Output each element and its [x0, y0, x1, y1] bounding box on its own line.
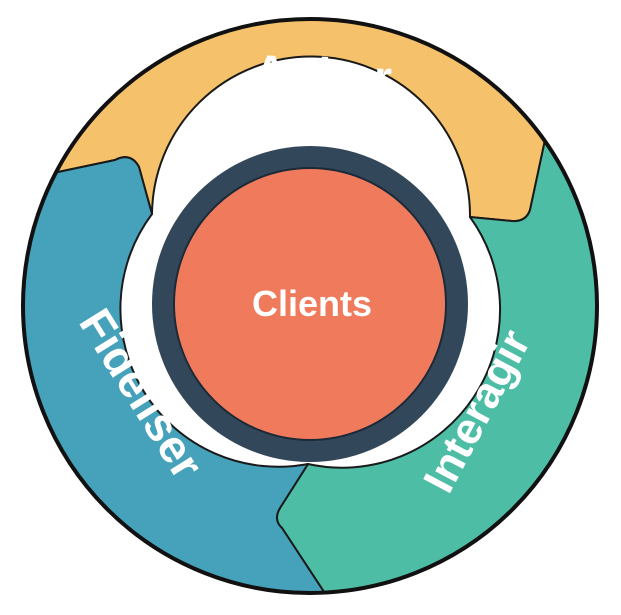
label-attract: Attirer: [253, 44, 394, 103]
segment-delight: [23, 156, 331, 593]
label-center: Clients: [252, 283, 372, 324]
outer-outline: [21, 17, 599, 595]
center-outline: [173, 167, 447, 441]
center-circle: [174, 168, 446, 440]
